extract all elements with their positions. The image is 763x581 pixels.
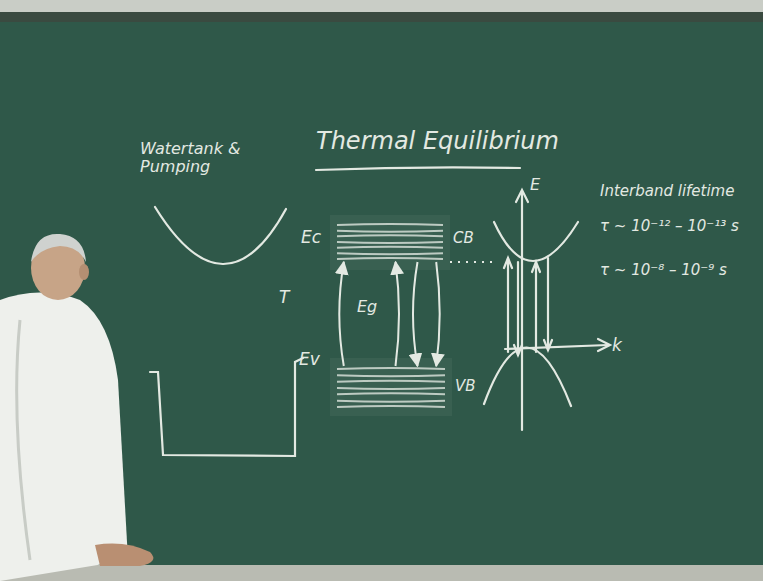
energy-band: EcCB — [335, 222, 445, 262]
lifetime-value: τ ~ 10⁻¹² – 10⁻¹³ s — [600, 218, 739, 235]
energy-band: EvVB — [335, 366, 447, 410]
band-gap-label: Eg — [357, 298, 377, 316]
lifetime-value: τ ~ 10⁻⁸ – 10⁻⁹ s — [600, 262, 727, 279]
temperature-label: T — [279, 288, 289, 308]
axis-label: k — [612, 336, 622, 356]
band-edge-label: Ec — [301, 228, 321, 248]
band-edge-label: Ev — [299, 350, 320, 370]
transition-arrow — [339, 262, 344, 366]
transition-arrow — [396, 262, 400, 366]
transition-arrow — [436, 262, 440, 366]
band-name: CB — [453, 230, 474, 247]
board-title: Thermal Equilibrium — [316, 128, 559, 156]
band-name: VB — [455, 378, 476, 395]
note-heading: Interband lifetime — [600, 183, 734, 200]
axis-label: E — [530, 176, 540, 194]
board-heading: Watertank & Pumping — [140, 140, 275, 177]
band-hatching — [335, 222, 445, 262]
transition-arrow — [413, 262, 418, 366]
band-hatching — [335, 366, 447, 410]
